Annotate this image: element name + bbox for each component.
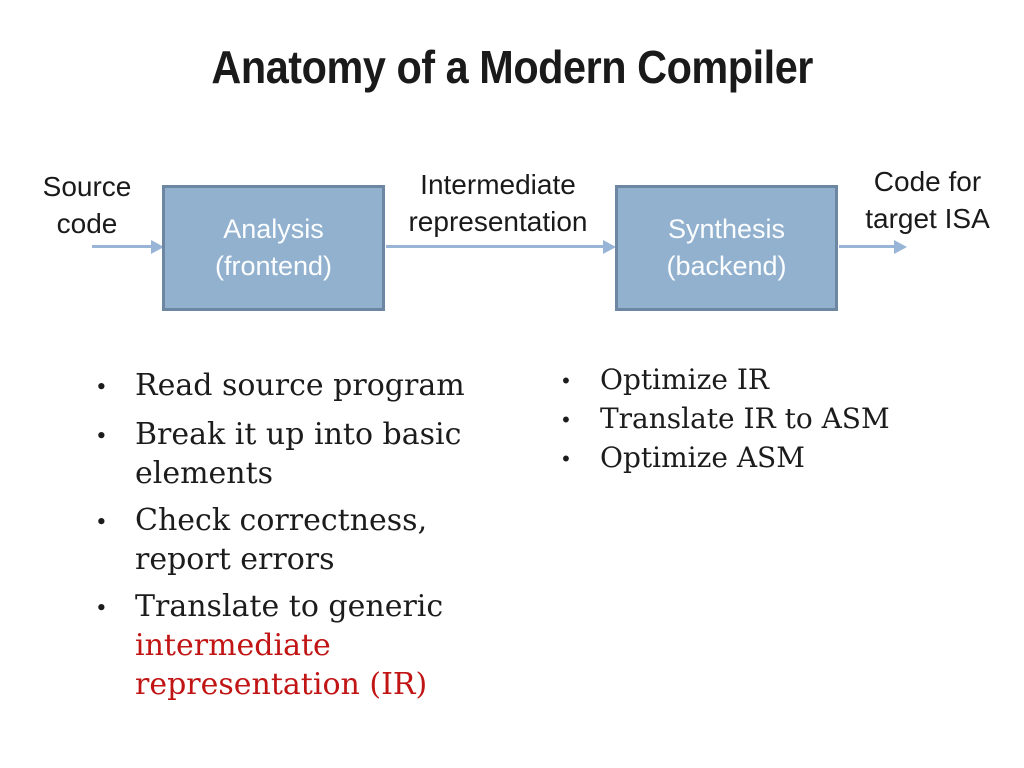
bullet-icon: • xyxy=(560,447,572,471)
list-item: • Check correctness, report errors xyxy=(95,501,495,579)
slide-title-text: Anatomy of a Modern Compiler xyxy=(211,41,813,93)
backend-tasks-list: • Optimize IR • Translate IR to ASM • Op… xyxy=(560,361,990,478)
list-item: • Optimize IR xyxy=(560,361,990,400)
slide-title: Anatomy of a Modern Compiler xyxy=(0,40,1024,94)
list-item: • Optimize ASM xyxy=(560,439,990,478)
list-item-text-main: Read source program xyxy=(135,368,465,403)
flow-arrow-synthesis-to-output xyxy=(839,240,907,254)
synthesis-backend-box: Synthesis (backend) xyxy=(615,185,838,311)
arrow-shaft xyxy=(92,245,153,248)
list-item-text-main: Break it up into basic elements xyxy=(135,417,462,491)
list-item-text: Optimize ASM xyxy=(600,441,805,474)
list-item: • Translate IR to ASM xyxy=(560,400,990,439)
bullet-icon: • xyxy=(95,596,108,621)
source-code-label: Source code xyxy=(42,171,132,239)
list-item-text: Translate IR to ASM xyxy=(600,402,890,435)
list-item: • Translate to generic intermediate repr… xyxy=(95,587,495,704)
analysis-frontend-box: Analysis (frontend) xyxy=(162,185,385,311)
list-item-text: Optimize IR xyxy=(600,363,769,396)
arrowhead-right-icon xyxy=(151,240,164,254)
bullet-icon: • xyxy=(95,510,108,535)
flow-arrow-analysis-to-synthesis xyxy=(386,240,616,254)
bullet-icon: • xyxy=(560,408,572,432)
list-item-text: Break it up into basic elements xyxy=(135,415,495,493)
bullet-icon: • xyxy=(560,369,572,393)
list-item-text-main: Translate to generic xyxy=(135,589,444,624)
arrow-shaft xyxy=(386,245,605,248)
bullet-icon: • xyxy=(95,375,108,400)
list-item-text-highlight: intermediate representation (IR) xyxy=(135,628,428,702)
list-item-text: Translate to generic intermediate repres… xyxy=(135,587,495,704)
synthesis-box-label: Synthesis (backend) xyxy=(666,214,787,281)
flow-arrow-source-to-analysis xyxy=(92,240,164,254)
target-isa-label: Code for target ISA xyxy=(865,166,990,234)
arrowhead-right-icon xyxy=(603,240,616,254)
list-item: • Read source program xyxy=(95,366,495,407)
bullet-icon: • xyxy=(95,424,108,449)
arrow-shaft xyxy=(839,245,896,248)
list-item-text: Read source program xyxy=(135,366,495,405)
intermediate-representation-label: Intermediate representation xyxy=(408,169,588,237)
arrowhead-right-icon xyxy=(894,240,907,254)
list-item: • Break it up into basic elements xyxy=(95,415,495,493)
list-item-text: Check correctness, report errors xyxy=(135,501,495,579)
frontend-tasks-list: • Read source program • Break it up into… xyxy=(95,366,495,712)
list-item-text-main: Check correctness, report errors xyxy=(135,503,428,577)
analysis-box-label: Analysis (frontend) xyxy=(214,214,333,281)
